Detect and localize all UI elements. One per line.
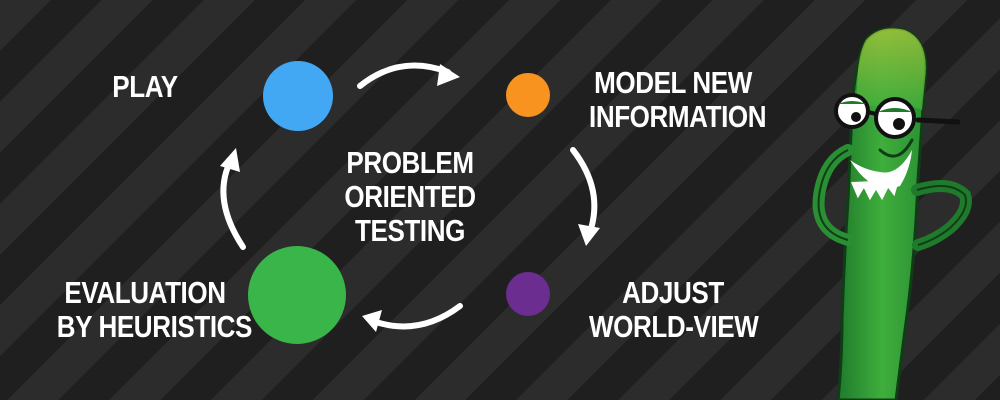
arrowhead-play bbox=[220, 148, 240, 172]
evaluation-by-heuristics-label: EVALUATION BY HEURISTICS bbox=[56, 275, 253, 344]
evaluation-node bbox=[248, 246, 346, 344]
arrowhead-evaluation bbox=[362, 310, 382, 332]
arrow-adjust-to-evaluation bbox=[373, 303, 463, 330]
center-title: PROBLEM ORIENTED TESTING bbox=[344, 145, 476, 248]
arrowhead-model bbox=[437, 64, 460, 86]
adjust-node bbox=[506, 272, 550, 316]
arrow-model-to-adjust bbox=[570, 147, 598, 235]
adjust-world-view-label: ADJUST WORLD-VIEW bbox=[589, 275, 759, 344]
arrow-evaluation-to-play bbox=[220, 159, 246, 250]
arrowhead-adjust bbox=[578, 224, 600, 246]
play-label: PLAY bbox=[112, 69, 178, 104]
play-node bbox=[263, 61, 333, 131]
model-new-information-label: MODEL NEW INFORMATION bbox=[589, 65, 767, 134]
arrow-play-to-model bbox=[357, 62, 451, 89]
model-node bbox=[506, 73, 550, 117]
